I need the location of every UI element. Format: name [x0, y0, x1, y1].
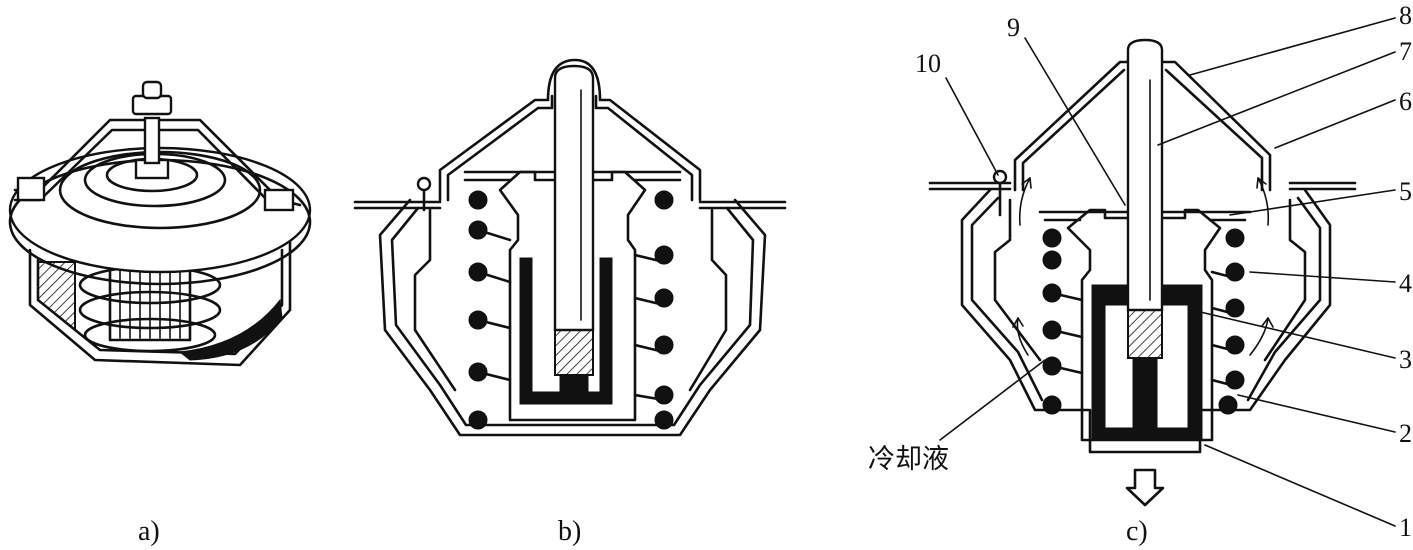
callout-6: 6 [1399, 87, 1412, 116]
panel-b-thermostat-section [353, 58, 787, 437]
panel-a-thermostat-3d [8, 80, 312, 367]
callout-5: 5 [1399, 177, 1412, 206]
panel-c-thermostat-section [928, 38, 1357, 507]
caption-b: b) [558, 516, 581, 547]
callout-9: 9 [1007, 13, 1020, 42]
callout-7: 7 [1399, 37, 1412, 66]
callout-1: 1 [1399, 513, 1412, 542]
caption-a: a) [138, 516, 160, 547]
callout-4: 4 [1399, 269, 1412, 298]
callout-10: 10 [915, 49, 941, 78]
callout-2: 2 [1399, 419, 1412, 448]
coolant-label: 冷却液 [868, 444, 949, 475]
leader-lines [939, 17, 1396, 527]
callout-3: 3 [1399, 345, 1412, 374]
callout-8: 8 [1399, 1, 1412, 30]
caption-c: c) [1126, 516, 1148, 547]
